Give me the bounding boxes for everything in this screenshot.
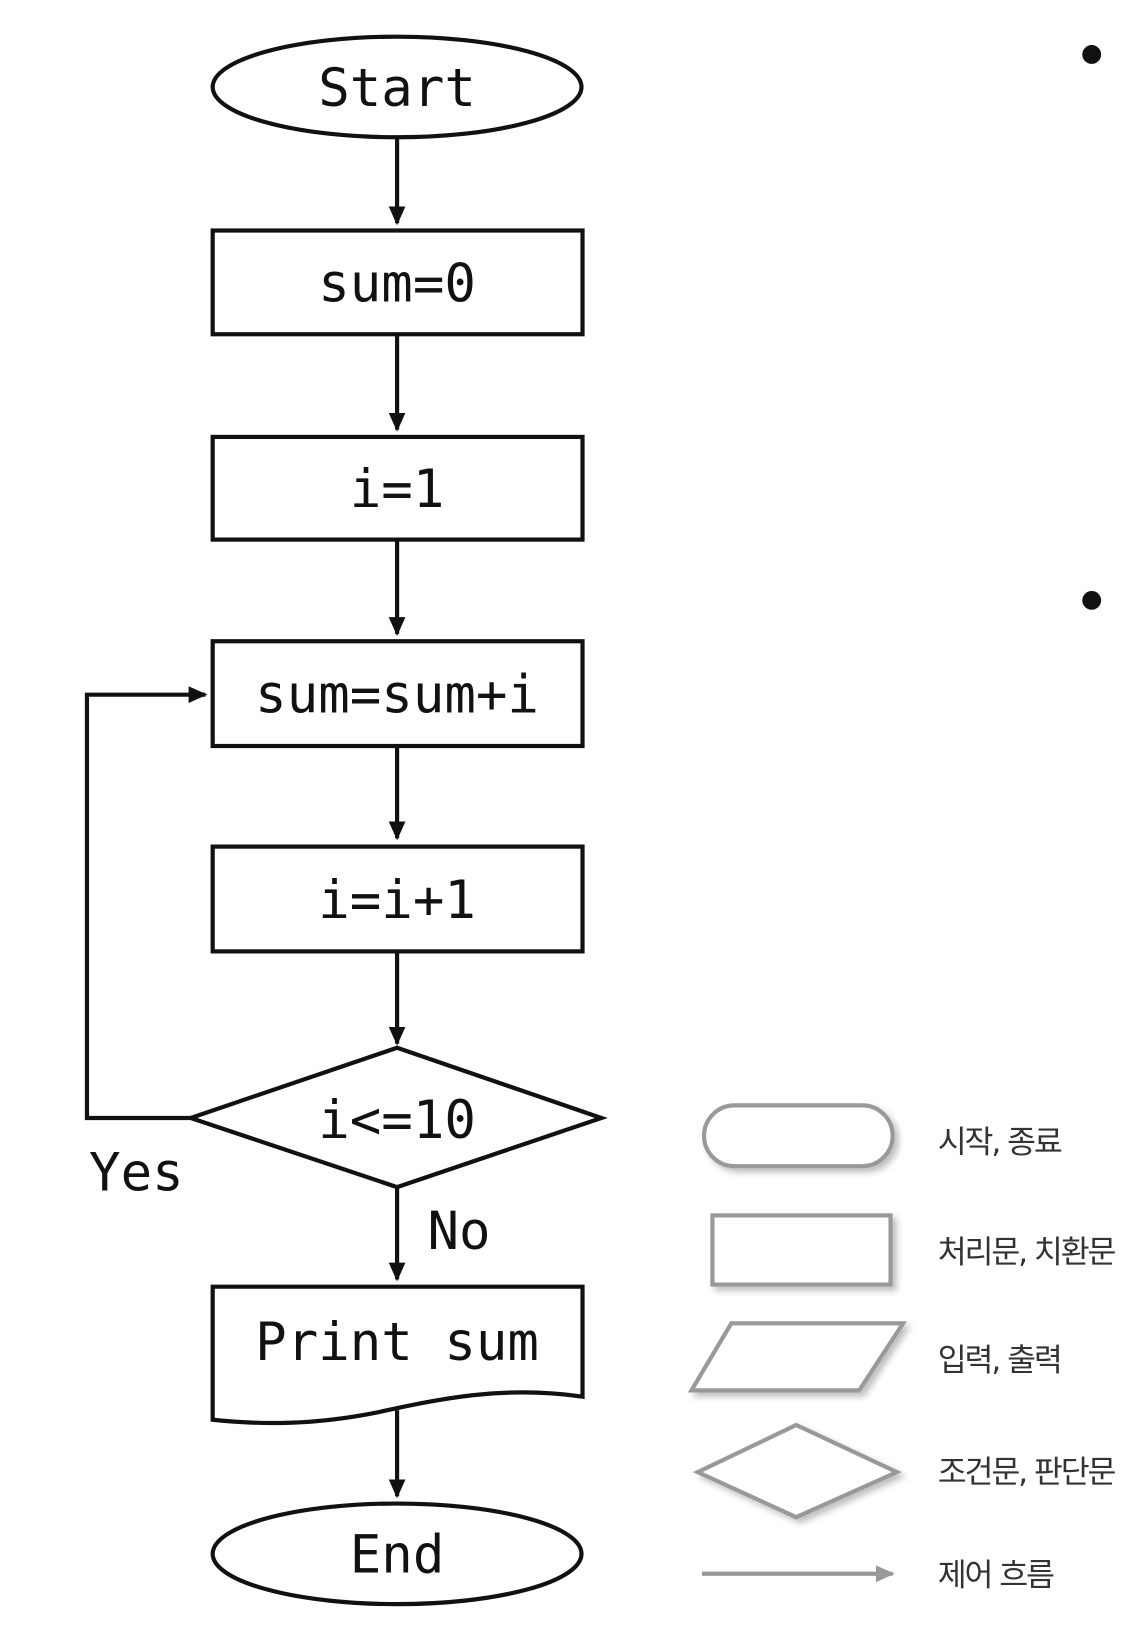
process-label: i=i+1 (318, 870, 476, 931)
condition-label: i<=10 (318, 1090, 476, 1151)
output-label: Print sum (255, 1312, 539, 1373)
process-label: i=1 (350, 459, 445, 520)
legend: 시작, 종료 처리문, 치환문 입력, 출력 조건문, 판단문 제어 흐름 (687, 1103, 1118, 1593)
process-i-init: i=1 (210, 434, 585, 542)
legend-label: 제어 흐름 (938, 1557, 1054, 1593)
legend-decision-icon (692, 1422, 902, 1520)
start-terminator: Start (210, 34, 584, 140)
bullet-icon (1082, 590, 1102, 610)
no-label: No (427, 1201, 490, 1262)
process-sum-init: sum=0 (210, 228, 585, 337)
yes-label: Yes (89, 1142, 184, 1203)
start-label: Start (318, 58, 476, 119)
legend-label: 처리문, 치환문 (938, 1235, 1116, 1271)
legend-io-icon (687, 1321, 908, 1393)
yes-loop-arrow (84, 686, 208, 1121)
bullet-icon (1082, 45, 1102, 64)
process-label: sum=sum+i (255, 664, 539, 725)
process-i-increment: i=i+1 (210, 844, 585, 954)
legend-label: 입력, 출력 (938, 1342, 1061, 1378)
end-label: End (350, 1525, 445, 1586)
legend-label: 시작, 종료 (938, 1125, 1062, 1161)
decision-condition: i<=10 (184, 1045, 608, 1190)
legend-label: 조건문, 판단문 (938, 1455, 1116, 1491)
output-document: Print sum (210, 1284, 585, 1426)
process-sum-add: sum=sum+i (210, 639, 585, 749)
legend-process-icon (710, 1213, 893, 1287)
end-terminator: End (210, 1501, 584, 1607)
process-label: sum=0 (318, 254, 476, 315)
legend-terminator-icon (701, 1103, 895, 1169)
